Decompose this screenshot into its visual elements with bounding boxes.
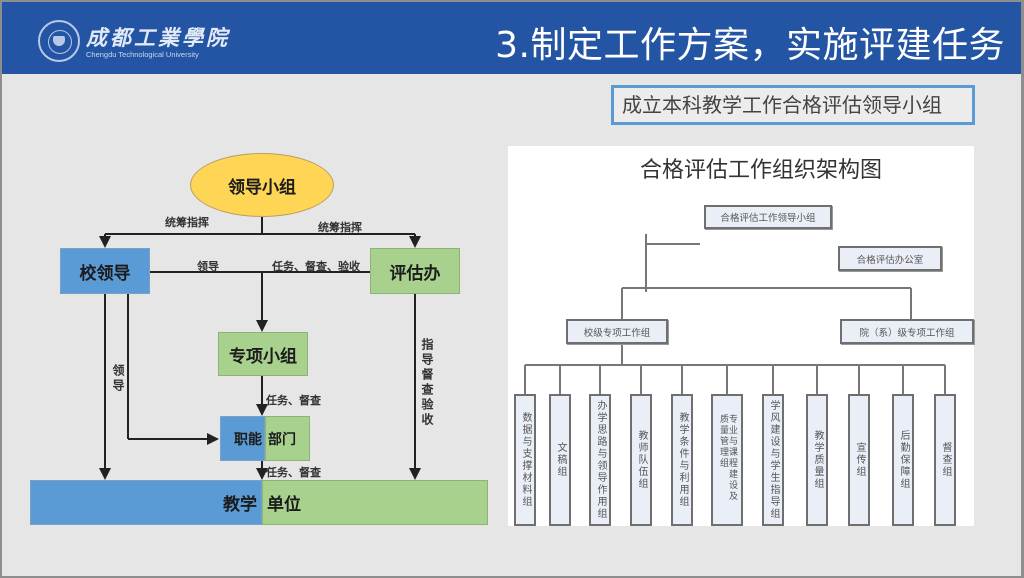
teaching-unit-left: 教学 — [30, 480, 262, 525]
org-group-node: 专业与课程建设及质量管理组 — [711, 394, 743, 526]
org-group-label: 教学条件与利用组 — [677, 412, 688, 508]
university-emblem-icon — [38, 20, 80, 62]
edge-label-task-supervise-1: 任务、督查 — [266, 394, 321, 407]
leading-group-node: 领导小组 — [190, 153, 334, 217]
page-title: 3.制定工作方案，实施评建任务 — [495, 25, 1005, 66]
functional-dept-left: 职能 — [220, 416, 265, 461]
org-group-node: 教师队伍组 — [630, 394, 652, 526]
school-name-cn: 成都工業學院 — [86, 25, 230, 50]
org-group-label: 督查组 — [940, 442, 951, 478]
org-group-node: 宣传组 — [848, 394, 870, 526]
edge-label-task-supervise-accept: 任务、督查、验收 — [272, 260, 360, 273]
teaching-unit-node: 教学 单位 — [30, 480, 488, 525]
edge-label-lead: 领导 — [197, 260, 219, 273]
org-chart: 合格评估工作组织架构图 — [508, 146, 974, 526]
callout-box: 成立本科教学工作合格评估领导小组 — [611, 85, 975, 125]
org-school-level-node: 校级专项工作组 — [566, 319, 668, 344]
evaluation-office-node: 评估办 — [370, 248, 460, 294]
org-group-label: 数据与支撑材料组 — [520, 412, 531, 508]
special-group-node: 专项小组 — [218, 332, 308, 376]
org-connectors — [524, 234, 946, 394]
functional-dept-node: 职能 部门 — [220, 416, 310, 461]
edge-label-coordinate-right: 统筹指挥 — [318, 221, 362, 234]
org-group-node: 文稿组 — [549, 394, 571, 526]
edge-label-lead-vertical: 领导 — [111, 364, 125, 394]
header-bar: 成都工業學院 Chengdu Technological University … — [2, 2, 1021, 74]
functional-dept-right: 部门 — [265, 416, 310, 461]
org-group-label: 教学质量组 — [812, 430, 823, 490]
school-name-en: Chengdu Technological University — [86, 50, 199, 59]
org-group-label: 教师队伍组 — [636, 430, 647, 490]
org-group-label: 专业与课程建设及质量管理组 — [718, 414, 737, 502]
school-leaders-node: 校领导 — [60, 248, 150, 294]
edge-label-coordinate-left: 统筹指挥 — [165, 216, 209, 229]
org-group-node: 数据与支撑材料组 — [514, 394, 536, 526]
flow-connectors — [99, 217, 421, 480]
org-college-level-node: 院（系）级专项工作组 — [840, 319, 974, 344]
org-group-node: 教学质量组 — [806, 394, 828, 526]
teaching-unit-right: 单位 — [262, 480, 488, 525]
flow-diagram: 领导小组 校领导 评估办 专项小组 职能 部门 教学 单位 统筹指挥 统筹指挥 … — [2, 2, 502, 576]
org-group-label: 办学思路与领导作用组 — [595, 400, 606, 520]
org-group-label: 学风建设与学生指导组 — [768, 400, 779, 520]
edge-label-guide-supervise-accept: 指导督查验收 — [420, 338, 434, 428]
org-group-node: 督查组 — [934, 394, 956, 526]
org-chart-title: 合格评估工作组织架构图 — [639, 158, 882, 183]
org-office-node: 合格评估办公室 — [838, 246, 942, 271]
org-group-node: 办学思路与领导作用组 — [589, 394, 611, 526]
org-group-node: 后勤保障组 — [892, 394, 914, 526]
org-root-node: 合格评估工作领导小组 — [704, 205, 832, 229]
org-group-node: 教学条件与利用组 — [671, 394, 693, 526]
org-group-label: 文稿组 — [555, 442, 566, 478]
org-group-node: 学风建设与学生指导组 — [762, 394, 784, 526]
org-group-label: 宣传组 — [854, 442, 865, 478]
edge-label-task-supervise-2: 任务、督查 — [266, 466, 321, 479]
org-group-label: 后勤保障组 — [898, 430, 909, 490]
